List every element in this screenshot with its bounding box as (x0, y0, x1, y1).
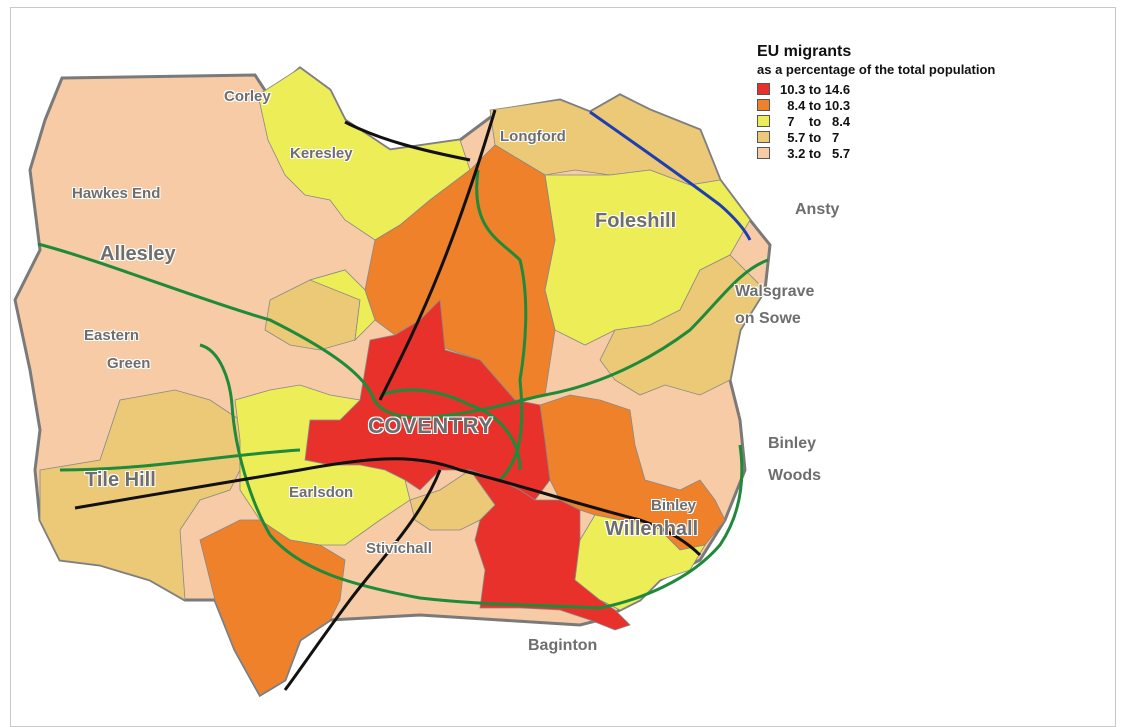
railway (74, 109, 702, 691)
region-east-orange (539, 394, 726, 551)
canal (589, 110, 752, 241)
label-stivichall: Stivichall (366, 540, 432, 557)
legend-label: 7 to 8.4 (780, 113, 851, 129)
legend-swatch (757, 147, 770, 159)
label-binley: Binley (651, 497, 697, 514)
legend-subtitle: as a percentage of the total population (757, 62, 996, 77)
label-tile-hill: Tile Hill (85, 469, 156, 491)
label-binley-woods-line2: Woods (768, 467, 822, 484)
legend-swatch (757, 83, 770, 95)
label-allesley: Allesley (100, 243, 176, 265)
legend-swatch (757, 99, 770, 111)
legend-title: EU migrants (757, 43, 852, 60)
label-walsgrave-line2: on Sowe (735, 310, 801, 327)
label-binley-woods-line1: Binley (768, 435, 817, 452)
label-walsgrave-line1: Walsgrave (735, 283, 815, 300)
legend-item: 8.4 to 10.3 (757, 97, 995, 113)
legend-label: 8.4 to 10.3 (780, 97, 851, 113)
region-tile-hill (39, 389, 241, 601)
label-earlsdon: Earlsdon (289, 484, 354, 501)
legend-swatch (757, 115, 770, 127)
label-eastern-green-line2: Green (107, 355, 151, 372)
legend-label: 10.3 to 14.6 (780, 81, 851, 97)
label-ansty: Ansty (795, 201, 840, 218)
legend-item: 10.3 to 14.6 (757, 81, 995, 97)
legend-item: 5.7 to 7 (757, 129, 995, 145)
label-foleshill: Foleshill (595, 210, 677, 232)
map-legend: EU migrants as a percentage of the total… (757, 43, 995, 161)
label-keresley: Keresley (290, 145, 353, 162)
label-eastern-green-line1: Eastern (84, 327, 140, 344)
legend-rows: 10.3 to 14.6 8.4 to 10.3 7 to 8.4 5.7 to… (757, 81, 995, 161)
ring-road (37, 169, 769, 610)
label-willenhall: Willenhall (605, 518, 699, 540)
label-baginton: Baginton (528, 637, 598, 654)
region-south-red (468, 469, 631, 631)
region-north-yellow (308, 269, 376, 342)
legend-swatch (757, 131, 770, 143)
region-stivichall (409, 469, 496, 531)
label-coventry: COVENTRY (368, 413, 494, 438)
legend-item: 3.2 to 5.7 (757, 145, 995, 161)
legend-label: 5.7 to 7 (780, 129, 840, 145)
label-longford: Longford (500, 128, 566, 145)
legend-label: 3.2 to 5.7 (780, 145, 851, 161)
legend-item: 7 to 8.4 (757, 113, 995, 129)
label-hawkes-end: Hawkes End (72, 185, 161, 202)
label-corley: Corley (224, 88, 271, 105)
